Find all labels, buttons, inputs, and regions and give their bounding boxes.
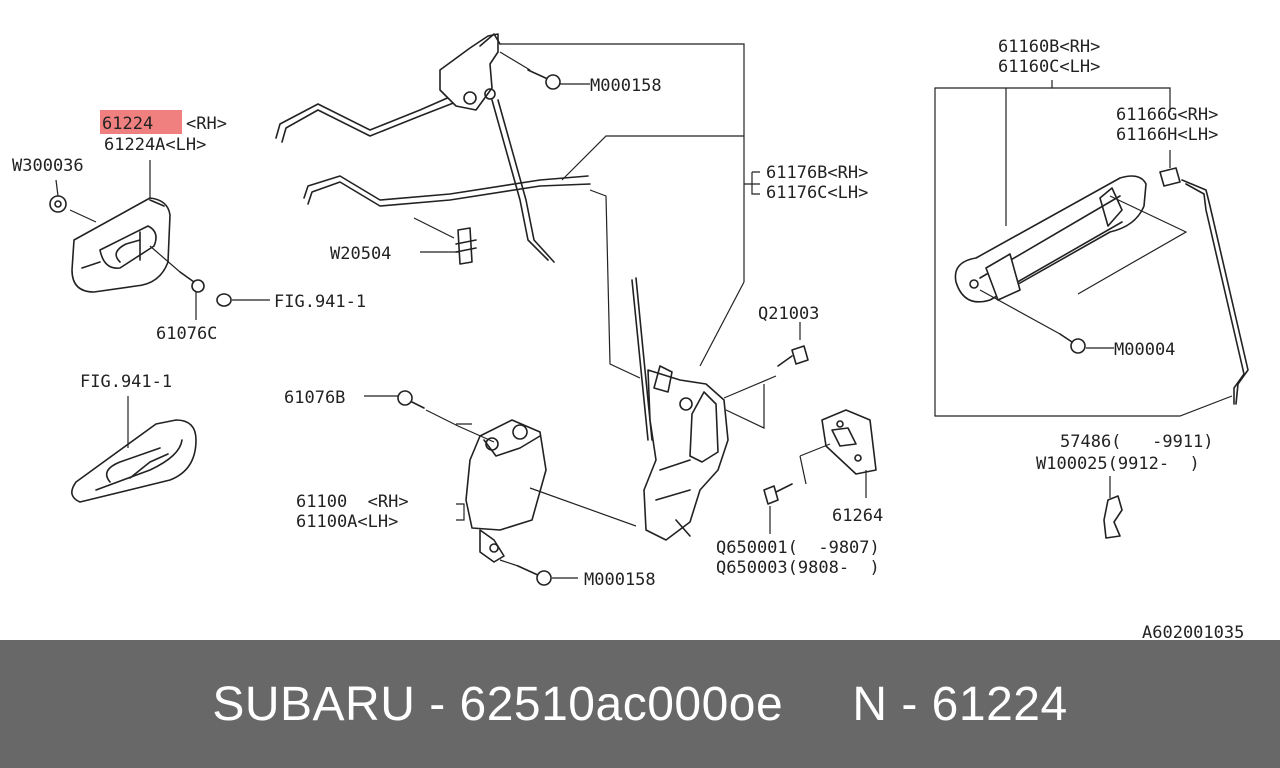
bolt-m00004[interactable] xyxy=(1059,333,1086,354)
rod-assembly[interactable] xyxy=(275,79,591,263)
label-w20504: W20504 xyxy=(330,244,391,264)
latch-assembly[interactable] xyxy=(631,277,729,541)
label-61076c: 61076C xyxy=(156,324,217,344)
screw-q21003[interactable] xyxy=(777,345,809,367)
label-61224a-lh: 61224A<LH> xyxy=(104,135,206,155)
label-61076b: 61076B xyxy=(284,388,345,408)
bolt-61076b[interactable] xyxy=(397,390,425,409)
label-61166g: 61166G<RH> xyxy=(1116,105,1218,125)
outer-handle[interactable] xyxy=(954,175,1147,303)
handle-rod[interactable] xyxy=(1181,179,1249,405)
label-57486: 57486( -9911) xyxy=(1060,432,1214,452)
label-w100025: W100025(9912- ) xyxy=(1036,454,1200,474)
door-lock-actuator[interactable] xyxy=(465,419,547,563)
label-m00004: M00004 xyxy=(1114,340,1175,360)
escutcheon-part[interactable] xyxy=(71,419,197,503)
label-q21003: Q21003 xyxy=(758,304,819,324)
label-w300036: W300036 xyxy=(12,156,84,176)
label-fig941-left: FIG.941-1 xyxy=(80,372,172,392)
label-61160c: 61160C<LH> xyxy=(998,57,1100,77)
label-61224: 61224 xyxy=(102,114,153,134)
diagram-reference-code: A602001035 xyxy=(1142,623,1244,640)
clip-w20504[interactable] xyxy=(455,227,477,265)
fig-ref-ring xyxy=(216,293,232,307)
label-m000158-top: M000158 xyxy=(590,76,662,96)
part-highlight xyxy=(100,110,182,134)
label-61176c: 61176C<LH> xyxy=(766,183,868,203)
label-61160b: 61160B<RH> xyxy=(998,37,1100,57)
label-fig941-top: FIG.941-1 xyxy=(274,292,366,312)
inner-handle-part[interactable] xyxy=(71,197,171,293)
striker-61264[interactable] xyxy=(821,409,877,475)
clip-w100025[interactable] xyxy=(1103,495,1123,539)
bolt-m000158-bottom[interactable] xyxy=(517,565,552,586)
label-61100a-lh: 61100A<LH> xyxy=(296,512,398,532)
part-caption: SUBARU - 62510ac000oe N - 61224 xyxy=(212,677,1068,731)
screw-q650001[interactable] xyxy=(763,483,793,505)
label-61166h: 61166H<LH> xyxy=(1116,125,1218,145)
label-q650001: Q650001( -9807) xyxy=(716,538,880,558)
screw-61076c[interactable] xyxy=(179,271,205,293)
caption-bar: SUBARU - 62510ac000oe N - 61224 xyxy=(0,640,1280,768)
label-m000158-bottom: M000158 xyxy=(584,570,656,590)
parts-diagram: 61224 <RH> 61224A<LH> W300036 61076C FIG… xyxy=(12,33,1249,640)
label-61224-rh: <RH> xyxy=(186,114,227,134)
label-q650003: Q650003(9808- ) xyxy=(716,558,880,578)
clip-61166g[interactable] xyxy=(1159,167,1181,187)
bolt-m000158-top[interactable] xyxy=(527,69,561,90)
label-61100-rh: 61100 <RH> xyxy=(296,492,409,512)
label-61176b: 61176B<RH> xyxy=(766,163,868,183)
washer-w300036[interactable] xyxy=(49,195,67,213)
label-61264: 61264 xyxy=(832,506,883,526)
lever-bracket[interactable] xyxy=(439,33,501,111)
